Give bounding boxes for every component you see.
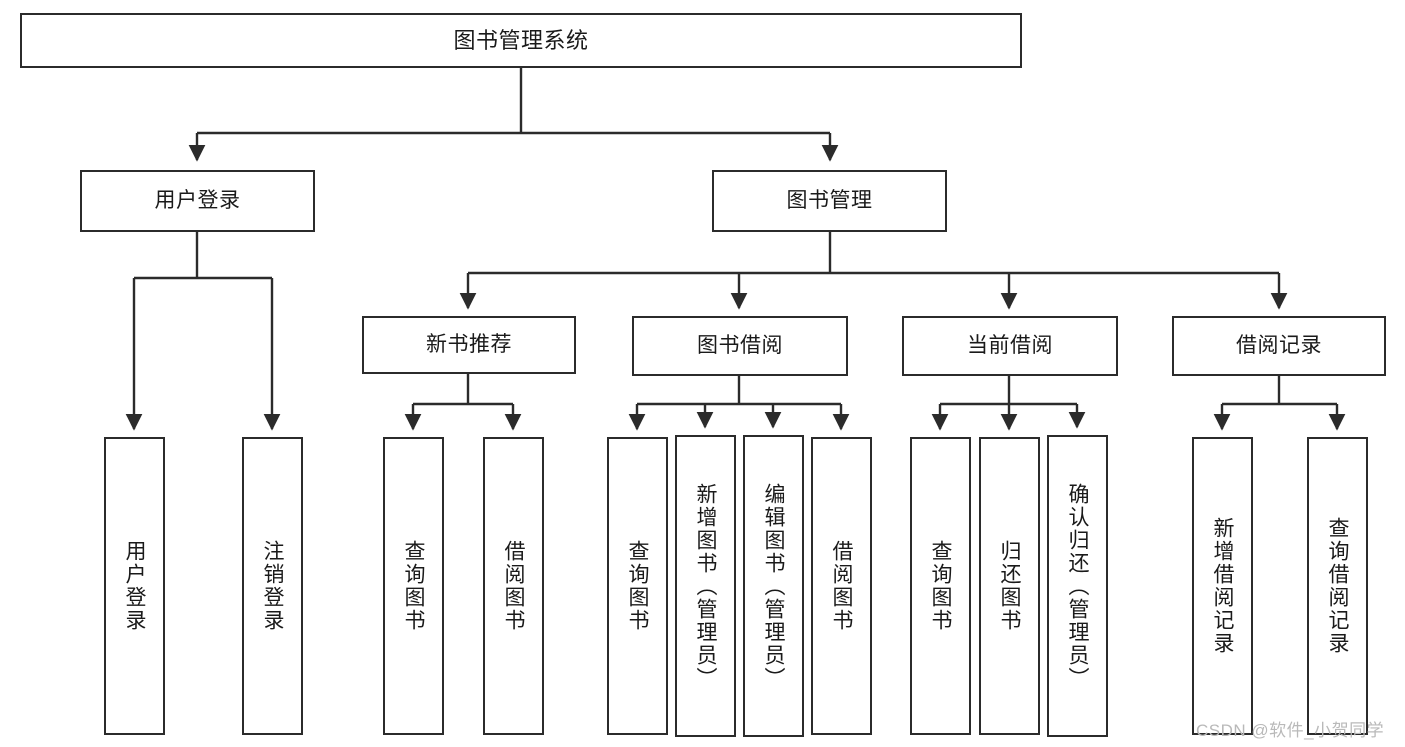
node-user-login[interactable]: 用户登录: [80, 170, 315, 232]
node-root[interactable]: 图书管理系统: [20, 13, 1022, 68]
leaf-user-login-1[interactable]: 用户登录: [104, 437, 165, 735]
leaf-user-login-2-label: 注销登录: [261, 540, 285, 632]
node-root-label: 图书管理系统: [453, 27, 589, 53]
leaf-borrow-record-2[interactable]: 查询借阅记录: [1307, 437, 1368, 735]
node-new-book-recommend[interactable]: 新书推荐: [362, 316, 576, 374]
leaf-new-book-1[interactable]: 查询图书: [383, 437, 444, 735]
leaf-current-borrow-2-label: 归还图书: [998, 540, 1022, 632]
node-new-book-recommend-label: 新书推荐: [426, 332, 512, 356]
leaf-book-borrow-4[interactable]: 借阅图书: [811, 437, 872, 735]
leaf-new-book-2[interactable]: 借阅图书: [483, 437, 544, 735]
leaf-book-borrow-3-label: 编辑图书（管理员）: [762, 482, 786, 690]
leaf-current-borrow-1-label: 查询图书: [929, 540, 953, 632]
leaf-borrow-record-1-label: 新增借阅记录: [1211, 517, 1235, 655]
leaf-book-borrow-3[interactable]: 编辑图书（管理员）: [743, 435, 804, 737]
node-current-borrow[interactable]: 当前借阅: [902, 316, 1118, 376]
node-current-borrow-label: 当前借阅: [967, 333, 1053, 357]
leaf-user-login-1-label: 用户登录: [123, 540, 147, 632]
node-borrow-record[interactable]: 借阅记录: [1172, 316, 1386, 376]
leaf-new-book-2-label: 借阅图书: [502, 540, 526, 632]
leaf-book-borrow-1-label: 查询图书: [626, 540, 650, 632]
leaf-current-borrow-3-label: 确认归还（管理员）: [1066, 482, 1090, 690]
node-book-manage[interactable]: 图书管理: [712, 170, 947, 232]
leaf-current-borrow-1[interactable]: 查询图书: [910, 437, 971, 735]
leaf-book-borrow-2-label: 新增图书（管理员）: [694, 482, 718, 690]
node-book-manage-label: 图书管理: [786, 188, 873, 212]
node-book-borrow[interactable]: 图书借阅: [632, 316, 848, 376]
leaf-borrow-record-1[interactable]: 新增借阅记录: [1192, 437, 1253, 735]
node-user-login-label: 用户登录: [154, 188, 241, 212]
leaf-book-borrow-1[interactable]: 查询图书: [607, 437, 668, 735]
leaf-book-borrow-4-label: 借阅图书: [830, 540, 854, 632]
leaf-book-borrow-2[interactable]: 新增图书（管理员）: [675, 435, 736, 737]
leaf-current-borrow-3[interactable]: 确认归还（管理员）: [1047, 435, 1108, 737]
csdn-watermark: CSDN @软件_小贺同学: [1196, 721, 1385, 740]
node-borrow-record-label: 借阅记录: [1236, 333, 1322, 357]
leaf-borrow-record-2-label: 查询借阅记录: [1326, 517, 1350, 655]
leaf-user-login-2[interactable]: 注销登录: [242, 437, 303, 735]
node-book-borrow-label: 图书借阅: [697, 333, 783, 357]
leaf-new-book-1-label: 查询图书: [402, 540, 426, 632]
leaf-current-borrow-2[interactable]: 归还图书: [979, 437, 1040, 735]
